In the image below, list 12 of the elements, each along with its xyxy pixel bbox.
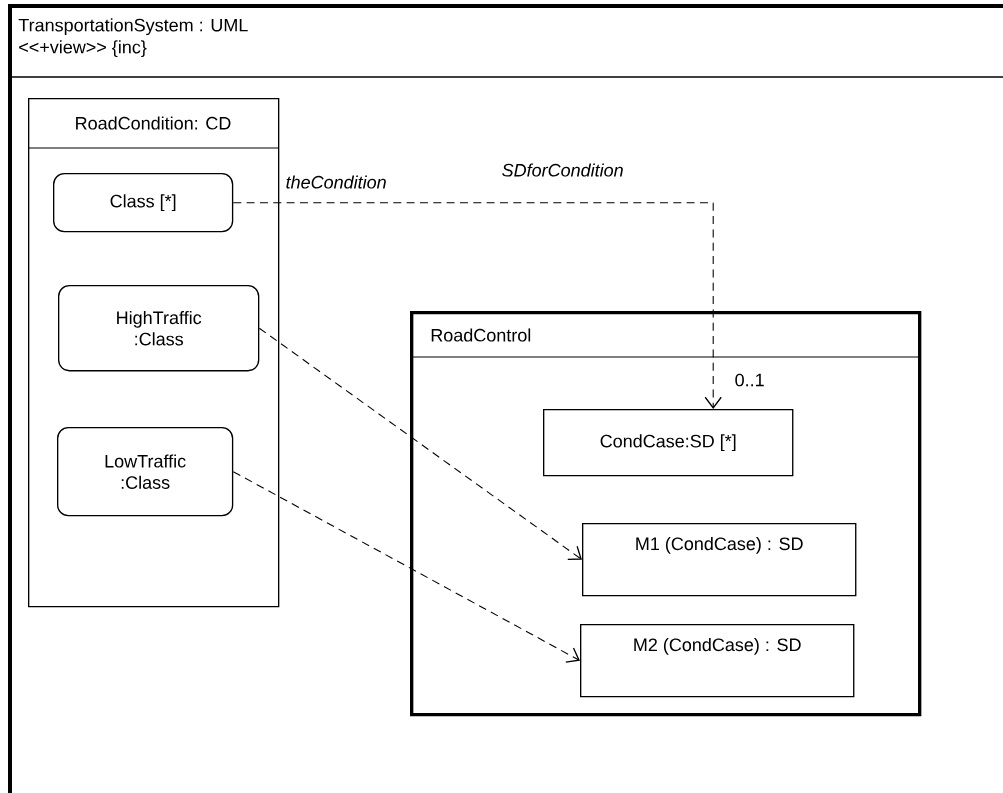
multiplicity-label: 0..1 bbox=[735, 373, 764, 387]
object-box: M2 (CondCase) : SD bbox=[580, 624, 855, 698]
role-name: theCondition bbox=[286, 175, 386, 189]
dependency-arrow bbox=[258, 327, 582, 560]
class-box: LowTraffic :Class bbox=[57, 427, 234, 517]
dependency-arrow bbox=[232, 471, 580, 663]
edge-label: SDforCondition bbox=[502, 163, 623, 177]
class-box: HighTraffic :Class bbox=[58, 285, 260, 372]
dependency-arrow bbox=[232, 202, 722, 409]
class-box: Class [*] bbox=[53, 173, 234, 233]
object-box: M1 (CondCase) : SD bbox=[582, 523, 857, 597]
object-box: CondCase:SD [*] bbox=[543, 409, 794, 477]
